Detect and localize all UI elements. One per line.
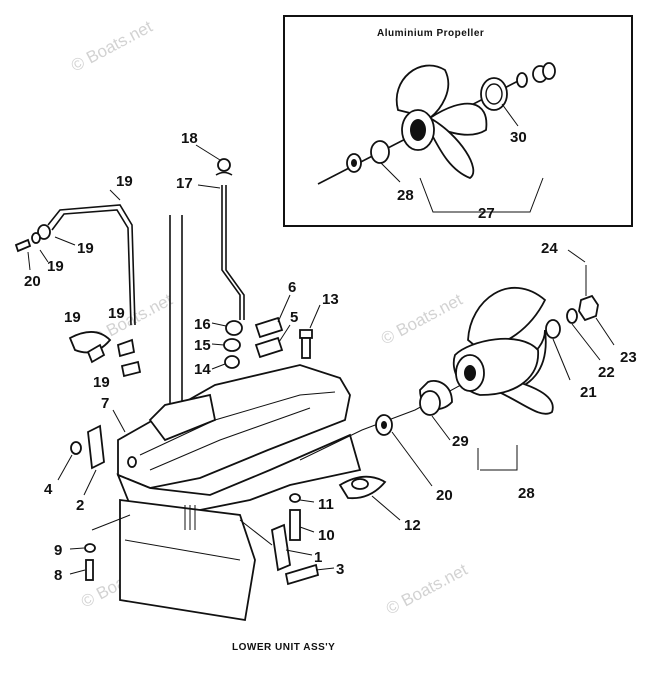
callout-26: 23 [620,349,637,366]
part-8-bolt [85,559,94,581]
shift-rod-bushings: 16 15 14 [194,316,243,378]
callout-4: 4 [44,481,53,498]
callout-19d: 19 [93,374,110,391]
callout-8: 8 [54,567,62,584]
lower-unit-assy-label: LOWER UNIT ASS'Y [232,642,335,653]
watermark-5: © Boats.net [383,560,471,619]
gear-case-housing [116,215,362,622]
cover-plates: 6 5 [254,279,298,359]
callout-5: 5 [290,309,298,326]
parts-12-23: 20 12 [338,414,453,534]
callout-19a: 19 [47,258,64,275]
aluminium-propeller-inset: Aluminium Propeller 30 28 27 [283,15,633,227]
callout-29a: 28 [397,187,414,204]
callout-19c: 19 [108,305,125,322]
inset-title: Aluminium Propeller [377,28,484,39]
callout-3: 3 [336,561,344,578]
callout-28a: 27 [478,205,495,222]
part-13-bolt: 13 [299,291,339,359]
callout-23: 20 [436,487,453,504]
callout-18: 18 [181,130,198,147]
callout-12: 12 [404,517,421,534]
inset-bushing [370,140,390,164]
callout-29b: 29 [452,433,469,450]
callout-15: 15 [194,337,211,354]
inset-spacer [480,77,508,111]
shift-rod: 18 17 [176,130,245,320]
callout-19b: 19 [64,309,81,326]
part-9-washer [84,543,96,553]
callout-20: 19 [77,240,94,257]
callout-9: 9 [54,542,62,559]
callout-22: 20 [24,273,41,290]
callout-24: 21 [580,384,597,401]
callout-13: 13 [322,291,339,308]
callout-2: 2 [76,497,84,514]
callout-16: 16 [194,316,211,333]
callout-21: 19 [116,173,133,190]
callout-6: 6 [288,279,296,296]
callout-25: 22 [598,364,615,381]
callout-30: 30 [510,129,527,146]
inset-washer-2 [516,72,528,88]
main-propeller: 29 28 [419,287,554,502]
callout-14: 14 [194,361,211,378]
callout-10: 10 [318,527,335,544]
callout-28b: 28 [518,485,535,502]
part-18-grommet [217,158,231,172]
callout-17: 17 [176,175,193,192]
lower-parts: 11 10 1 3 [239,493,344,586]
callout-1: 1 [314,549,322,566]
watermark-1: © Boats.net [68,17,156,76]
inset-propeller [395,64,488,180]
watermark-3: © Boats.net [378,290,466,349]
callout-7: 7 [101,395,109,412]
propeller-nut-stack: 24 23 22 21 [541,240,637,401]
shift-linkage: 19 19 19 20 19 19 19 [14,173,142,391]
left-side-parts: 2 4 7 9 8 [44,395,137,584]
callout-27: 24 [541,240,558,257]
callout-11: 11 [318,496,334,513]
